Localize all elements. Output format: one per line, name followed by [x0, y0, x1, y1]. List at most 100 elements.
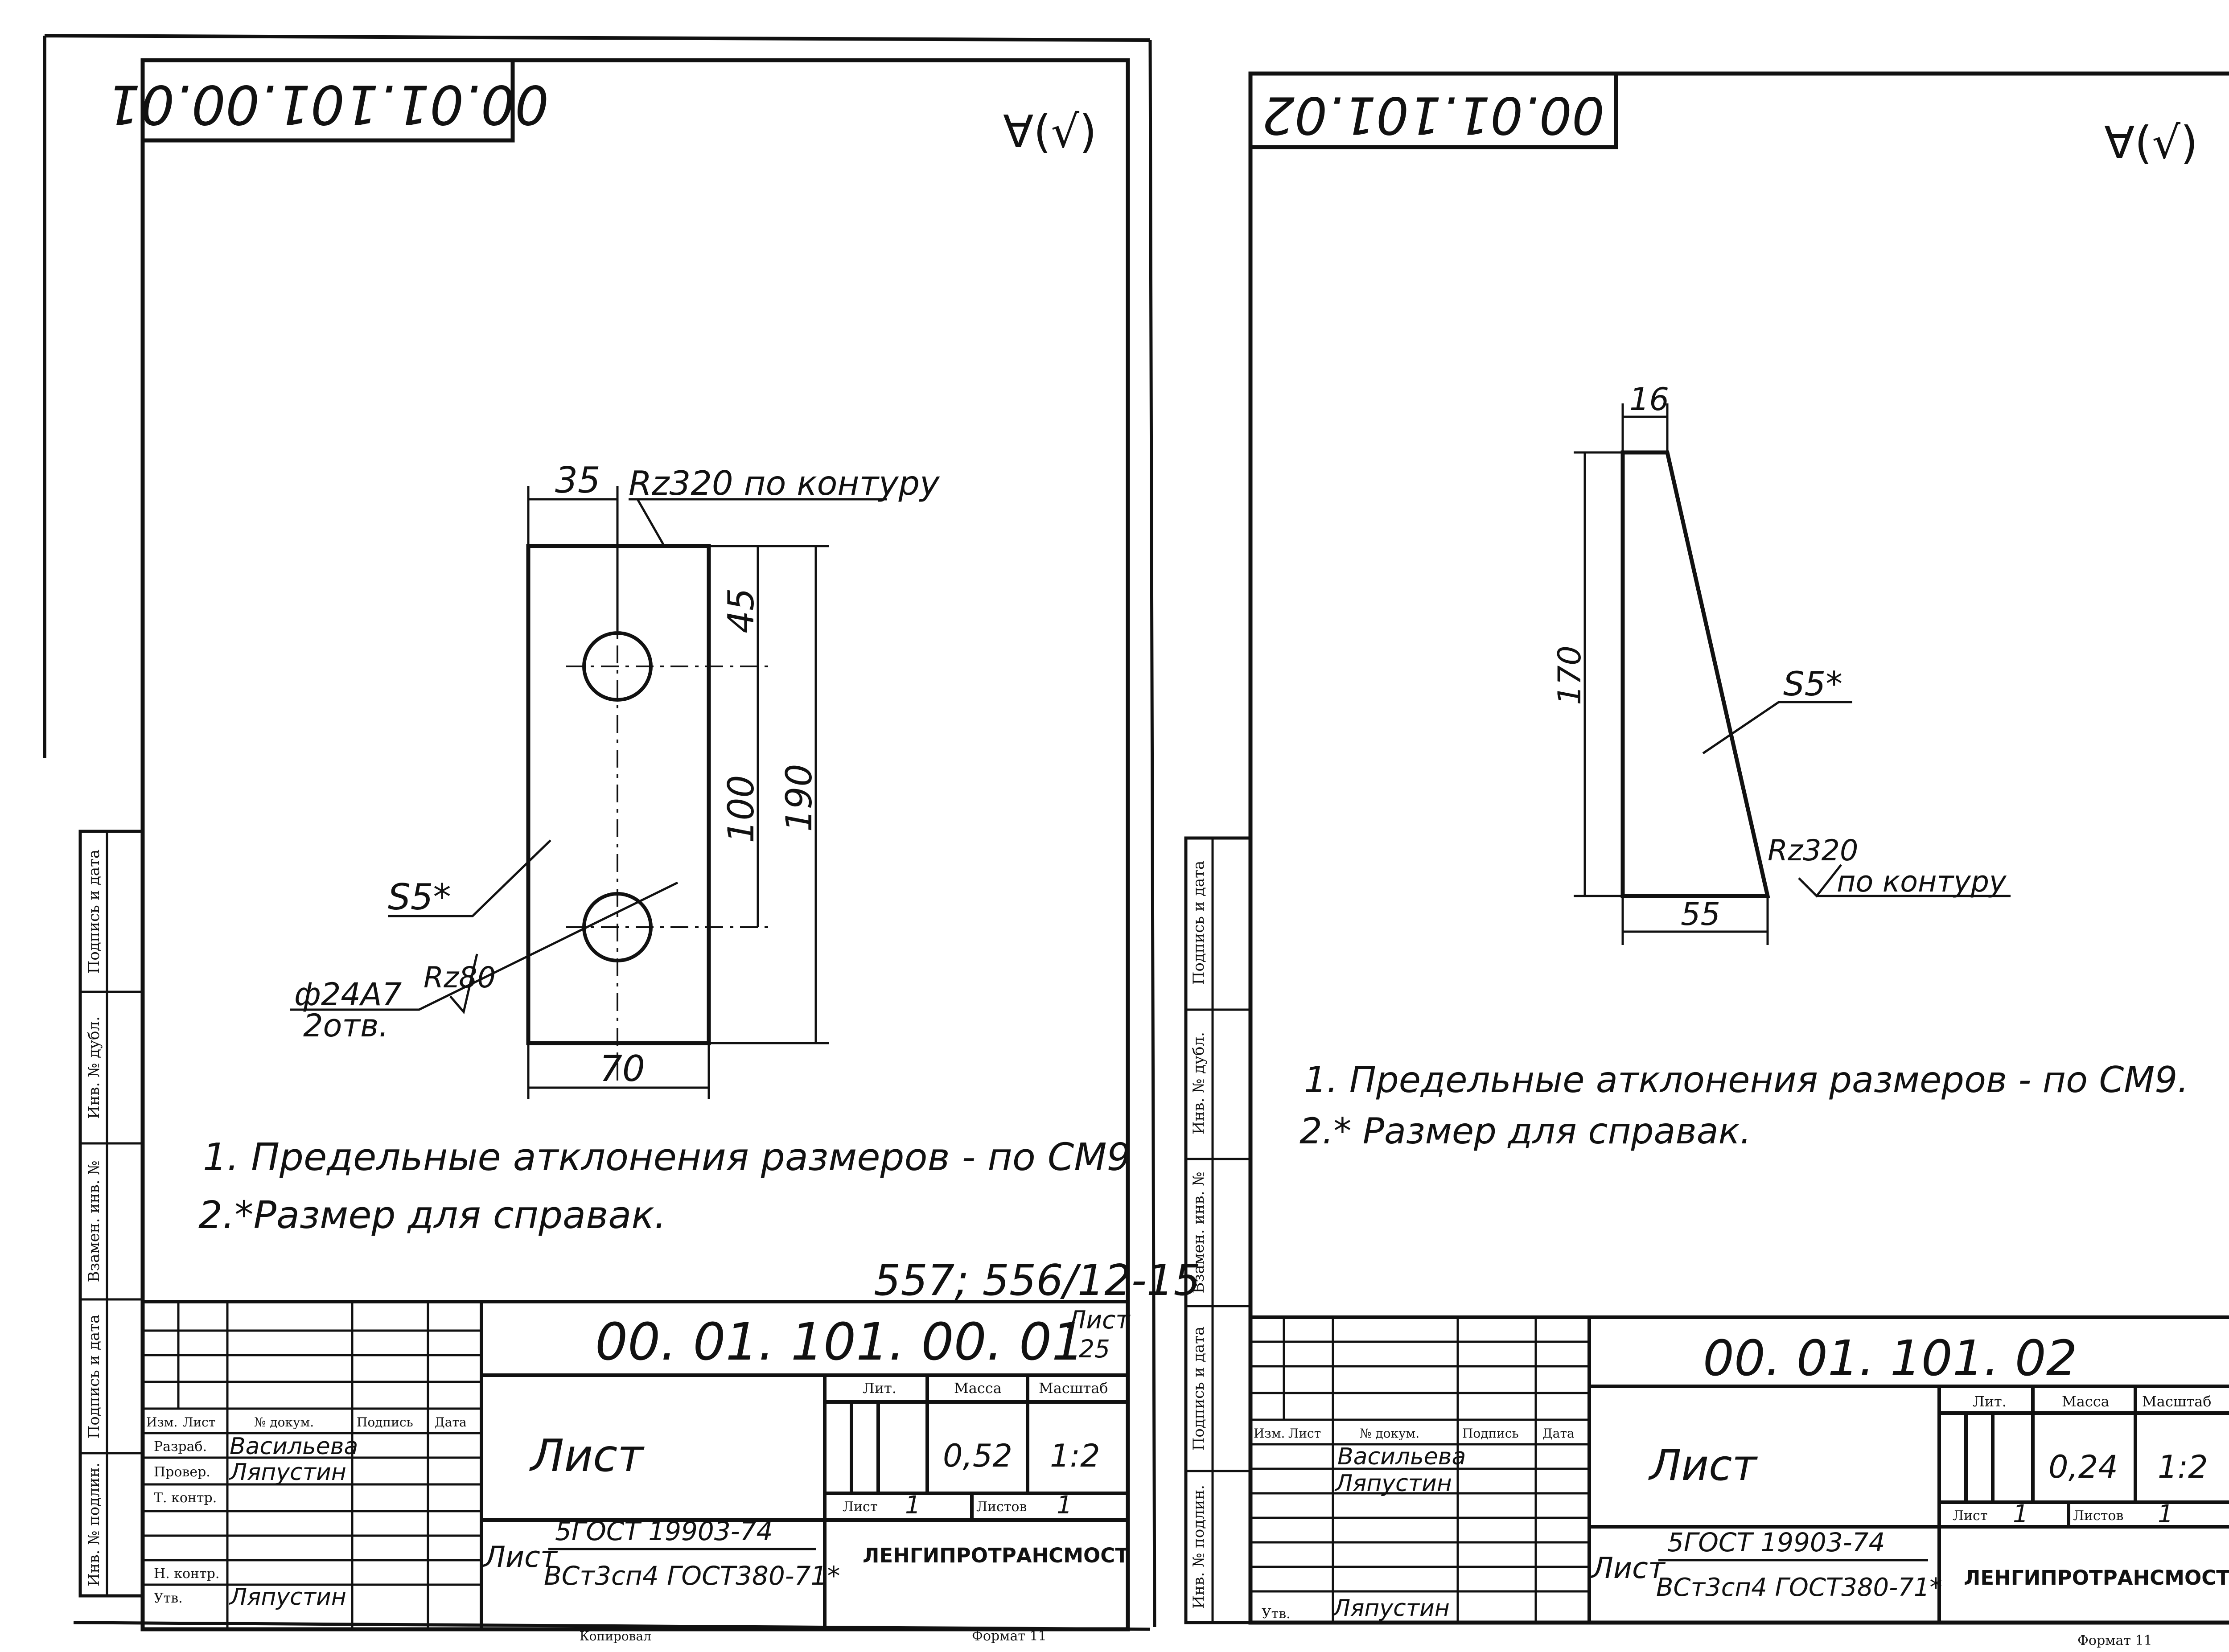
dim-55-label: 55 [1681, 896, 1720, 933]
hole-dia-leader [290, 881, 679, 1011]
side-stamp-2: Подпись и дата Инв. № дубл. Взамен. инв.… [1184, 836, 1252, 1624]
title-1-sheet-value: 1 [905, 1491, 921, 1519]
title-2-scale: 1:2 [2158, 1449, 2208, 1485]
title-2-role-utv: Утв. [1262, 1606, 1291, 1622]
title-1-mass: 0,52 [943, 1438, 1012, 1474]
title-2-scale-header: Масштаб [2142, 1393, 2212, 1410]
title-block-2: 00. 01. 101. 02 Лист Лит. Масса Масштаб … [1250, 1315, 2229, 1648]
note-2-sheet-2: 2.* Размер для справак. [1300, 1110, 1751, 1152]
title-1-sheet-label: Лист [843, 1499, 877, 1515]
sheet-2-code-box [1248, 71, 1618, 149]
title-1-material-line1: 5ГОСТ 19903-74 [555, 1516, 773, 1546]
title-2-material-line2: ВСт3сп4 ГОСТ380-71* [1656, 1573, 1942, 1602]
gusset-rz-check [1798, 864, 2011, 898]
title-1-name-razrab: Васильева [230, 1433, 358, 1460]
dim-170-lines [1574, 451, 1623, 897]
gusset-rz-label: Rz320 [1768, 834, 1858, 867]
side-stamp-1-field-5: Инв. № подлин. [85, 1463, 103, 1586]
sheet-divider [73, 40, 1156, 1631]
side-stamp-1-field-4: Подпись и дата [85, 1315, 103, 1439]
title-1-role-razrab: Разраб. [154, 1439, 207, 1455]
title-1-role-nkontr: Н. контр. [154, 1566, 219, 1582]
plate-1-center-lines [566, 611, 771, 1088]
ref-number: 557; 556/12-15 [874, 1256, 1201, 1305]
dim-16-lines [1621, 403, 1669, 452]
title-1-role-utv: Утв. [154, 1590, 183, 1606]
title-1-scale-header: Масштаб [1039, 1380, 1108, 1397]
side-stamp-1-field-3: Взамен. инв. № [85, 1161, 103, 1282]
title-2-col-list: Лист [1288, 1426, 1321, 1441]
title-2-designation: 00. 01. 101. 02 [1703, 1330, 2077, 1387]
title-2-name-razrab: Васильева [1337, 1443, 1466, 1470]
sheet-2: 00.01.101.02 ∀(√) 16 170 S5* Rz320 по ко… [1184, 71, 2229, 1648]
hole-dia-label: ф24A7 [294, 976, 402, 1013]
dim-right-lines [709, 545, 829, 1044]
ref-sheet-label: Лист [1067, 1306, 1131, 1334]
sheet-1-code-box [140, 58, 515, 143]
title-1-name-prover: Ляпустин [229, 1459, 346, 1486]
title-2-sheet-value: 1 [2013, 1500, 2028, 1528]
title-2-name: Лист [1648, 1441, 1758, 1490]
hole-rz-check [449, 953, 478, 1015]
sheet-1-outer-edge [43, 34, 1151, 758]
title-2-col-date: Дата [1542, 1426, 1575, 1441]
side-stamp-2-field-1: Подпись и дата [1190, 861, 1208, 985]
title-1-organization: ЛЕНГИПРОТРАНСМОСТ [863, 1544, 1129, 1567]
title-1-col-docnum: № докум. [254, 1415, 314, 1430]
ref-sheet-number: 25 [1079, 1335, 1110, 1363]
title-2-name-prover: Ляпустин [1334, 1470, 1452, 1497]
side-stamp-2-field-5: Инв. № подлин. [1190, 1485, 1208, 1609]
title-1-col-date: Дата [435, 1415, 467, 1430]
sheet-2-inverted-code: 00.01.101.02 [1262, 85, 1604, 144]
s5-leader-1 [388, 839, 551, 917]
title-1-role-tkontr: Т. контр. [154, 1490, 217, 1506]
title-1-mass-header: Масса [954, 1380, 1002, 1397]
title-2-sheets-value: 1 [2158, 1500, 2173, 1528]
title-1-sheets-label: Листов [976, 1499, 1027, 1515]
dim-70-lines [527, 1043, 710, 1099]
title-2-sheet-label: Лист [1953, 1508, 1987, 1524]
title-1-name-utv: Ляпустин [229, 1584, 346, 1611]
dim-16-label: 16 [1629, 381, 1669, 418]
note-2-sheet-1: 2.*Размер для справак. [198, 1193, 666, 1237]
title-2-material-prefix: Лист [1591, 1552, 1666, 1585]
note-1-sheet-2: 1. Предельные атклонения размеров - по С… [1304, 1059, 2189, 1101]
note-1-sheet-1: 1. Предельные атклонения размеров - по С… [203, 1135, 1131, 1179]
gusset-outline [1620, 450, 1770, 898]
dim-100-label: 100 [720, 775, 762, 843]
title-block-1: 00. 01. 101. 00. 01 Лист Лит. Масса Масш… [143, 1300, 1129, 1644]
title-2-col-sign: Подпись [1462, 1426, 1519, 1441]
dim-55-lines [1621, 896, 1769, 945]
sheet-1-roughness-mark: ∀(√) [1003, 106, 1097, 158]
title-2-format-label: Формат 11 [2077, 1633, 2152, 1648]
dim-45-label: 45 [720, 588, 762, 633]
title-1-lit-header: Лит. [863, 1380, 897, 1397]
title-1-scale: 1:2 [1050, 1438, 1100, 1474]
title-1-role-prover: Провер. [154, 1464, 210, 1480]
side-stamp-1: Подпись и дата Инв. № дубл. Взамен. инв.… [78, 830, 144, 1598]
title-1-copied-label: Копировал [580, 1629, 651, 1644]
title-1-sheets-value: 1 [1057, 1491, 1072, 1519]
sheet-2-roughness-mark: ∀(√) [2104, 117, 2198, 169]
dim-35-label: 35 [555, 460, 600, 501]
thickness-label-2: S5* [1783, 664, 1842, 703]
gusset-contour-label: по контуру [1837, 865, 2007, 899]
dim-190-label: 190 [778, 764, 820, 832]
title-2-name-utv: Ляпустин [1332, 1595, 1450, 1622]
title-1-col-izm: Изм. [146, 1415, 177, 1430]
title-1-col-list: Лист [183, 1415, 215, 1430]
sheet-1-inverted-code: 00.01.101.00.01 [107, 73, 549, 135]
title-1-col-sign: Подпись [357, 1415, 413, 1430]
thickness-label-1: S5* [388, 876, 451, 918]
title-1-name: Лист [529, 1430, 645, 1482]
side-stamp-1-field-2: Инв. № дубл. [85, 1016, 103, 1119]
side-stamp-2-field-2: Инв. № дубл. [1190, 1032, 1208, 1134]
hole-rz-label: Rz80 [424, 961, 496, 994]
title-1-format-label: Формат 11 [972, 1628, 1047, 1644]
title-2-organization: ЛЕНГИПРОТРАНСМОСТ [1964, 1566, 2229, 1590]
sheet-1: 00.01.101.00.01 ∀(√) 35 Rz320 по контуру… [43, 34, 1201, 1644]
title-2-col-docnum: № докум. [1360, 1426, 1419, 1441]
dim-170-label: 170 [1551, 645, 1588, 705]
sheet-2-frame [1248, 71, 2229, 1625]
